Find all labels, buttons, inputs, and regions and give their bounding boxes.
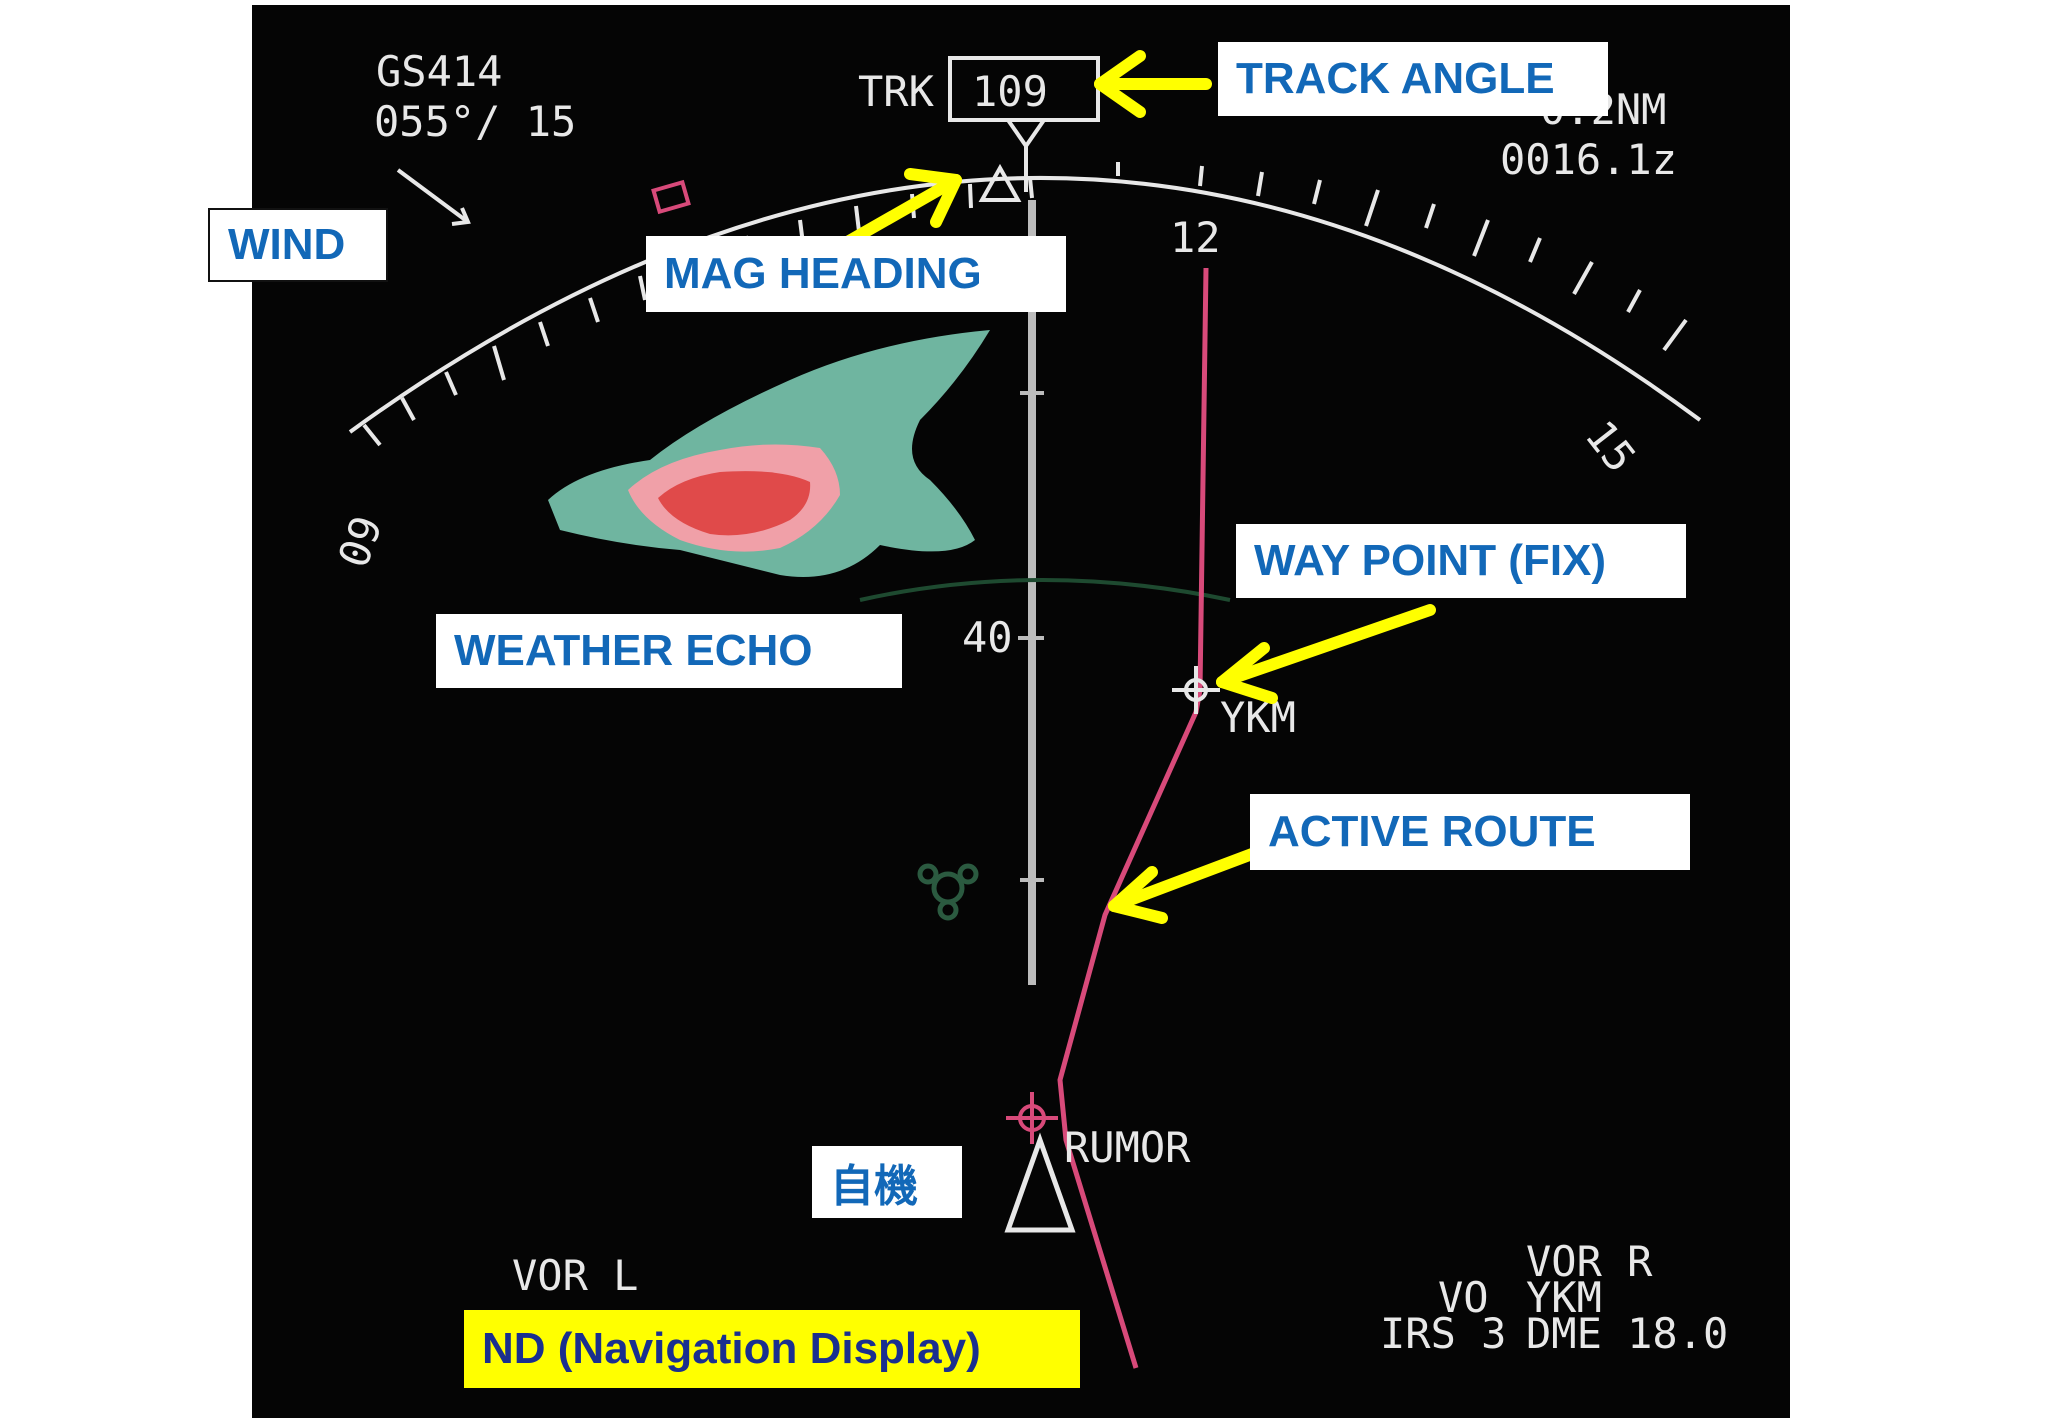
nd-title-label: ND (Navigation Display) xyxy=(464,1310,1080,1388)
active-route-line xyxy=(1057,267,1209,1369)
weather-echo-red xyxy=(658,471,811,536)
own-aircraft-label: 自機 xyxy=(812,1146,962,1218)
active-route-arrow xyxy=(1108,848,1258,912)
wind-arrow-icon xyxy=(396,168,471,226)
track-angle-value: 109 xyxy=(972,67,1048,116)
waypoint-ykm-icon xyxy=(1172,666,1220,714)
mag-heading-label: MAG HEADING xyxy=(646,236,1066,312)
bottom-right-line-2: YKM xyxy=(1526,1273,1602,1322)
wind-label: WIND xyxy=(208,208,388,282)
wind-readout: 055°/ 15 xyxy=(374,97,576,146)
heading-label-09: 09 xyxy=(329,509,392,573)
mag-heading-pointer xyxy=(978,163,1022,202)
track-prefix: TRK xyxy=(858,67,935,116)
track-pointer xyxy=(1006,118,1046,150)
bottom-right-col-1: VO xyxy=(1438,1273,1489,1322)
way-point-arrow xyxy=(1216,604,1436,688)
way-point-label: WAY POINT (FIX) xyxy=(1236,524,1686,598)
station-rumor-icon xyxy=(1006,1092,1058,1144)
vor-symbol-icon xyxy=(917,863,979,921)
weather-echo-label: WEATHER ECHO xyxy=(436,614,902,688)
flight-code: GS414 xyxy=(376,47,502,96)
waypoint-ident: YKM xyxy=(1220,693,1296,742)
compass-arc xyxy=(348,176,1702,434)
bottom-left-readout: VOR L xyxy=(512,1251,638,1300)
heading-label-12: 12 xyxy=(1170,213,1221,262)
station-ident: RUMOR xyxy=(1064,1123,1191,1172)
time-readout: 0016.1z xyxy=(1500,135,1677,184)
track-angle-label: TRACK ANGLE xyxy=(1218,42,1608,116)
annotation-arrows xyxy=(824,50,1436,924)
bottom-right-line-1: VOR R xyxy=(1526,1237,1653,1286)
heading-bug xyxy=(651,179,691,215)
range-ring xyxy=(859,578,1231,602)
active-route-label: ACTIVE ROUTE xyxy=(1250,794,1690,870)
range-mark: 40 xyxy=(962,613,1013,662)
track-line-ticks xyxy=(1018,391,1044,882)
heading-label-15: 15 xyxy=(1576,411,1646,481)
bottom-right-line-3: DME 18.0 xyxy=(1526,1309,1728,1358)
bottom-right-col-2: IRS 3 xyxy=(1380,1309,1506,1358)
own-aircraft-symbol xyxy=(1004,1132,1076,1233)
